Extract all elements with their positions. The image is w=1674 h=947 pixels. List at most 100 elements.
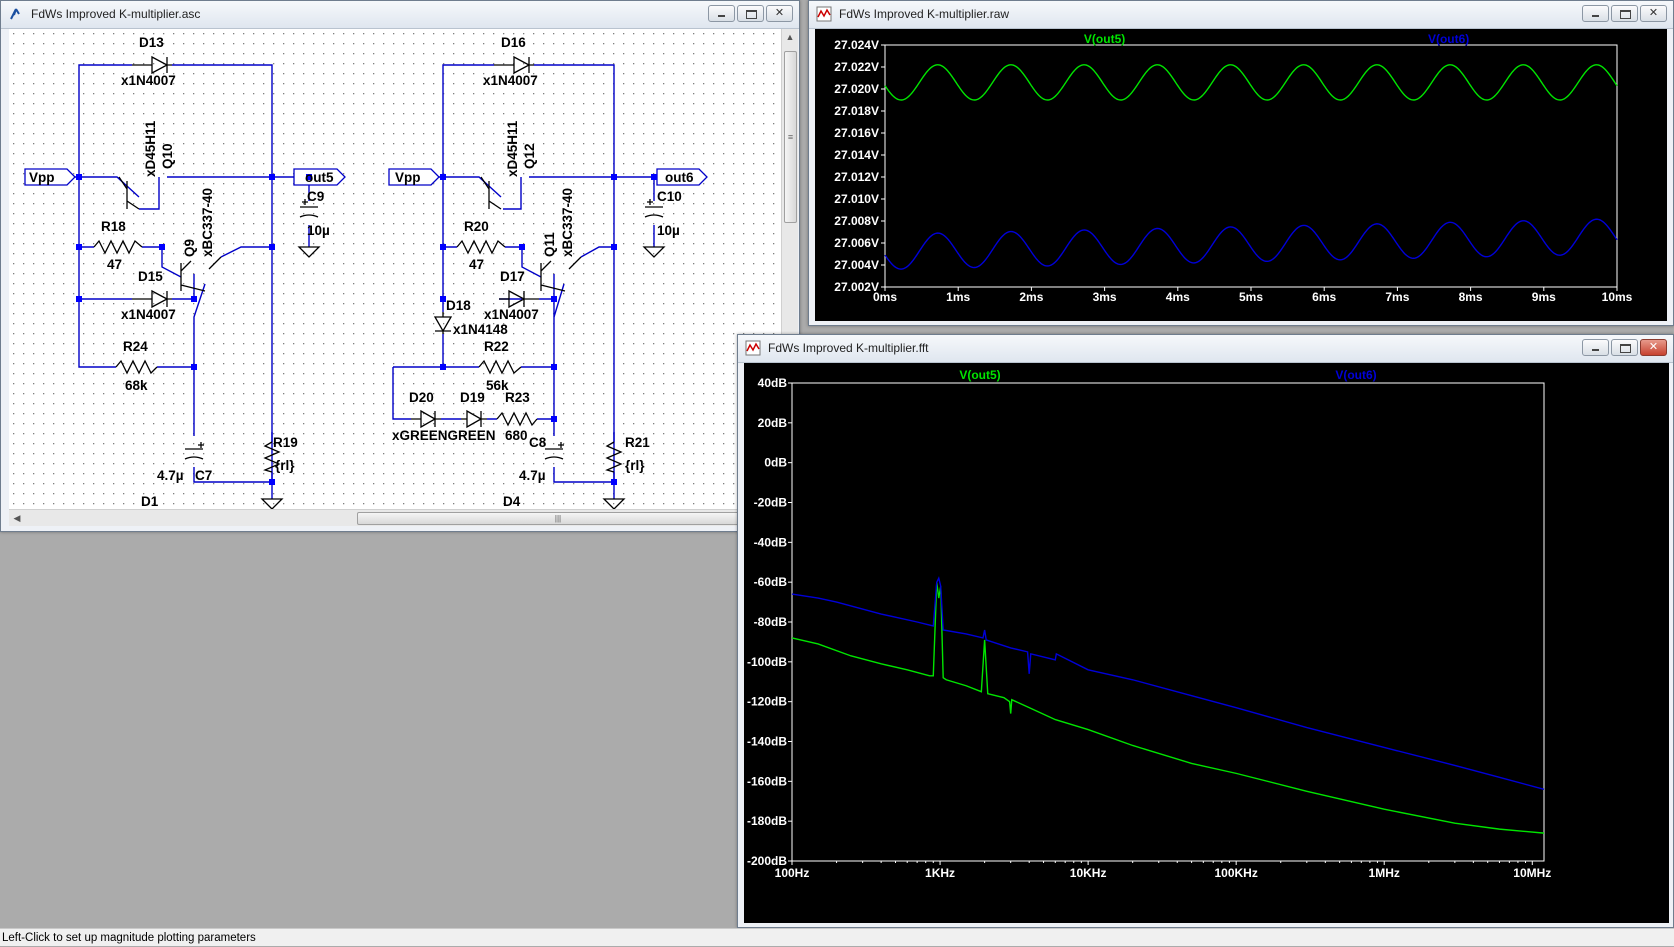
close-icon: ✕ <box>1648 341 1659 353</box>
y-tick-label: 27.014V <box>834 148 879 162</box>
d13-model: x1N4007 <box>121 73 176 88</box>
d1-label: D1 <box>141 494 159 509</box>
c7-label: C7 <box>195 468 212 483</box>
y-tick-label: 27.010V <box>834 192 879 206</box>
schematic-titlebar[interactable]: FdWs Improved K-multiplier.asc ✕ <box>1 1 799 29</box>
d15-label: D15 <box>138 269 163 284</box>
fft-plot-window-title: FdWs Improved K-multiplier.fft <box>768 341 929 355</box>
out5-label: out5 <box>305 170 334 185</box>
d4-label: D4 <box>503 494 521 509</box>
x-tick-label: 6ms <box>1312 290 1336 304</box>
waveform-icon <box>816 6 832 22</box>
left-junctions <box>76 174 312 485</box>
status-bar: Left-Click to set up magnitude plotting … <box>0 928 1674 946</box>
c7-value: 4.7µ <box>157 468 184 483</box>
legend-label: V(out6) <box>1428 32 1469 46</box>
right-net-labels <box>388 168 708 186</box>
green-diode-models: xGREENGREEN <box>392 428 496 443</box>
series-line-0 <box>884 64 1618 101</box>
maximize-button[interactable] <box>1611 5 1638 22</box>
d18-model: x1N4148 <box>453 322 508 337</box>
hscroll-thumb[interactable]: ||| <box>357 512 759 525</box>
minimize-button[interactable] <box>1582 339 1609 356</box>
y-tick-label: 40dB <box>758 376 788 390</box>
schematic-window-controls: ✕ <box>708 5 793 23</box>
vpp-right-label: Vpp <box>395 170 421 185</box>
r22-value: 56k <box>486 378 509 393</box>
left-net-labels <box>24 168 346 186</box>
q12-model: xD45H11 <box>505 120 520 177</box>
y-tick-label: 27.006V <box>834 236 879 250</box>
c9-value: 10µ <box>307 223 330 238</box>
legend-label: V(out5) <box>1084 32 1125 46</box>
right-junctions <box>440 174 657 485</box>
d16-model: x1N4007 <box>483 73 538 88</box>
y-tick-label: -80dB <box>754 615 788 629</box>
x-tick-label: 1KHz <box>925 866 955 880</box>
y-tick-label: -20dB <box>754 496 788 510</box>
y-tick-label: 27.004V <box>834 258 879 272</box>
schematic-canvas[interactable]: D13 x1N4007 xD45H11 Q10 xBC337-40 Q9 R18… <box>9 29 781 509</box>
r24-value: 68k <box>125 378 148 393</box>
r21-label: R21 <box>625 435 650 450</box>
status-text: Left-Click to set up magnitude plotting … <box>2 932 256 944</box>
maximize-button[interactable] <box>737 5 764 22</box>
x-tick-label: 7ms <box>1385 290 1409 304</box>
scroll-up-arrow[interactable]: ▲ <box>785 32 795 42</box>
minimize-button[interactable] <box>708 5 735 22</box>
legend-label: V(out5) <box>959 368 1000 382</box>
schematic-window-title: FdWs Improved K-multiplier.asc <box>31 7 201 21</box>
raw-plot-window-controls: ✕ <box>1582 5 1667 23</box>
r23-value: 680 <box>505 428 528 443</box>
q9-model: xBC337-40 <box>200 188 215 257</box>
c9-label: C9 <box>307 189 324 204</box>
q12-label: Q12 <box>522 143 537 169</box>
r24-label: R24 <box>123 339 148 354</box>
fft-plot-titlebar[interactable]: FdWs Improved K-multiplier.fft ✕ <box>738 335 1673 363</box>
x-tick-label: 9ms <box>1532 290 1556 304</box>
y-tick-label: -160dB <box>747 774 787 788</box>
schematic-window[interactable]: FdWs Improved K-multiplier.asc ✕ <box>0 0 800 532</box>
y-tick-label: 27.002V <box>834 280 879 294</box>
x-tick-label: 5ms <box>1239 290 1263 304</box>
raw-plot-window[interactable]: FdWs Improved K-multiplier.raw ✕ 27.024V… <box>808 0 1674 326</box>
schematic-hscrollbar[interactable]: ◀ ||| <box>9 509 781 526</box>
y-tick-label: -140dB <box>747 735 787 749</box>
close-button[interactable]: ✕ <box>766 5 793 22</box>
close-button[interactable]: ✕ <box>1640 5 1667 22</box>
minimize-button[interactable] <box>1582 5 1609 22</box>
c8-value: 4.7µ <box>519 468 546 483</box>
r18-label: R18 <box>101 219 126 234</box>
y-tick-label: 27.024V <box>834 38 879 52</box>
x-tick-label: 4ms <box>1166 290 1190 304</box>
x-tick-label: 100KHz <box>1214 866 1257 880</box>
r22-label: R22 <box>484 339 509 354</box>
r18-value: 47 <box>107 257 122 272</box>
y-tick-label: 27.020V <box>834 82 879 96</box>
y-tick-label: 27.008V <box>834 214 879 228</box>
close-button[interactable]: ✕ <box>1640 339 1667 356</box>
scroll-left-arrow[interactable]: ◀ <box>13 513 21 523</box>
c8-label: C8 <box>529 435 547 450</box>
plot-frame <box>791 382 1545 862</box>
q10-label: Q10 <box>160 143 175 169</box>
raw-plot-titlebar[interactable]: FdWs Improved K-multiplier.raw ✕ <box>809 1 1673 29</box>
c10-value: 10µ <box>657 223 680 238</box>
q11-model: xBC337-40 <box>560 188 575 257</box>
y-tick-label: -180dB <box>747 814 787 828</box>
x-tick-label: 0ms <box>873 290 897 304</box>
d13-label: D13 <box>139 35 164 50</box>
r23-label: R23 <box>505 390 530 405</box>
raw-plot-svg[interactable]: 27.024V27.022V27.020V27.018V27.016V27.01… <box>815 29 1667 321</box>
fft-plot-svg[interactable]: 40dB20dB0dB-20dB-40dB-60dB-80dB-100dB-12… <box>744 363 1669 923</box>
x-tick-label: 8ms <box>1459 290 1483 304</box>
vscroll-thumb[interactable]: ≡ <box>784 51 797 223</box>
raw-plot-window-title: FdWs Improved K-multiplier.raw <box>839 7 1010 21</box>
series-line-1 <box>884 218 1618 270</box>
close-icon: ✕ <box>774 7 785 19</box>
r21-value: {rl} <box>625 458 645 473</box>
maximize-button[interactable] <box>1611 339 1638 356</box>
